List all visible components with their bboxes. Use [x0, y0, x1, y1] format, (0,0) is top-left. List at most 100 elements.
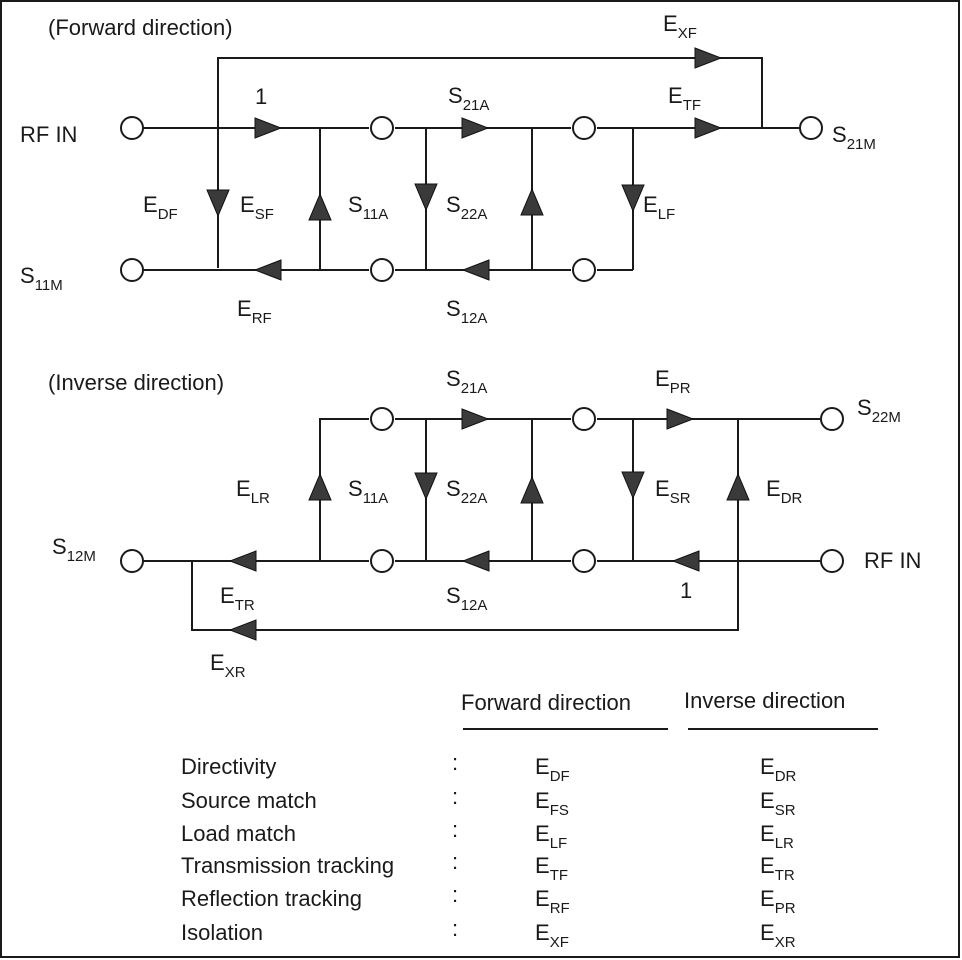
table-row-inverse-term: EXR [760, 920, 796, 951]
e-sr-arrow [621, 471, 645, 500]
forward-s22a-label-base: S [446, 192, 461, 217]
error-terms-table: Forward direction Inverse directionDirect… [181, 688, 878, 951]
forward-s21a-label: S21A [448, 83, 489, 114]
e-tr-label: ETR [220, 583, 255, 614]
port-node [799, 116, 823, 140]
e-pr-arrow [666, 408, 695, 430]
table-row-colon: : [452, 916, 458, 941]
forward-unity-label: 1 [255, 84, 267, 109]
e-lf-label-base: E [643, 192, 658, 217]
e-lr-label-base: E [236, 476, 251, 501]
e-lr-arrow [308, 472, 332, 501]
e-sf-label-subscript: SF [255, 206, 274, 223]
s11m-label: S11M [20, 263, 63, 294]
forward-s22a-label-subscript: 22A [461, 206, 488, 223]
e-xr-label-base: E [210, 650, 225, 675]
inverse-s11a-label: S11A [348, 476, 388, 507]
s22m-label-subscript: 22M [872, 409, 901, 426]
table-row-forward-term: ERF [535, 886, 570, 917]
e-lf-label: ELF [643, 192, 675, 223]
port-node [572, 549, 596, 573]
e-pr-label: EPR [655, 366, 691, 397]
table-row-forward-term-subscript: TF [550, 867, 568, 884]
port-node [370, 407, 394, 431]
inv-s12a-path-arrow [520, 475, 544, 504]
s11m-label-subscript: 11M [35, 277, 63, 294]
table-row-forward-term-base: E [535, 821, 550, 846]
inverse-s12a-label-base: S [446, 583, 461, 608]
inverse-s12a-label: S12A [446, 583, 487, 614]
port-node [572, 116, 596, 140]
e-tr-arrow [228, 550, 257, 572]
e-dr-arrow [726, 472, 750, 501]
table-row-label: Directivity [181, 754, 276, 779]
e-rf-label: ERF [237, 296, 272, 327]
one-arrow [254, 117, 283, 139]
e-sf-label-base: E [240, 192, 255, 217]
table-row-forward-term-subscript: DF [550, 768, 570, 785]
forward-s12a-label-base: S [446, 296, 461, 321]
e-rf-label-subscript: RF [252, 310, 272, 327]
inverse-s21a-label: S21A [446, 366, 487, 397]
table-row-forward-term-base: E [535, 754, 550, 779]
e-lf-arrow [621, 184, 645, 213]
table-row-forward-term-subscript: XF [550, 934, 569, 951]
port-node [370, 549, 394, 573]
e-sf-label: ESF [240, 192, 274, 223]
e-lr-label-subscript: LR [251, 490, 270, 507]
table-row-label: Isolation [181, 920, 263, 945]
forward-s11a-label-subscript: 11A [363, 206, 389, 223]
forward-s11a-label: S11A [348, 192, 388, 223]
e-tf-label-subscript: TF [683, 97, 701, 114]
e-dr-label-subscript: DR [781, 490, 803, 507]
s11m-label-base: S [20, 263, 35, 288]
nodes [120, 116, 844, 573]
port-node [120, 258, 144, 282]
table-row-inverse-term: EDR [760, 754, 797, 785]
port-node [370, 258, 394, 282]
e-dr-label: EDR [766, 476, 803, 507]
table-row-colon: : [452, 882, 458, 907]
table-header-inverse: Inverse direction [684, 688, 845, 713]
s22m-label: S22M [857, 395, 901, 426]
e-rf-arrow [253, 259, 282, 281]
e-pr-label-base: E [655, 366, 670, 391]
e-xr-label: EXR [210, 650, 246, 681]
inv-s21a-arrow [461, 408, 490, 430]
s21m-label-subscript: 21M [847, 136, 876, 153]
table-row-inverse-term-base: E [760, 886, 775, 911]
table-row-inverse-term-subscript: TR [775, 867, 795, 884]
table-row-forward-term: ELF [535, 821, 567, 852]
forward-heading: (Forward direction) [48, 15, 233, 40]
table-header-forward: Forward direction [461, 690, 631, 715]
table-row-inverse-term-subscript: XR [775, 934, 796, 951]
table-row-forward-term-subscript: RF [550, 900, 570, 917]
table-row-forward-term-subscript: LF [550, 835, 568, 852]
table-row-inverse-term: ETR [760, 853, 795, 884]
forward-s12a-label: S12A [446, 296, 487, 327]
table-row-inverse-term: ESR [760, 788, 796, 819]
wire [217, 57, 763, 268]
e-lr-label: ELR [236, 476, 270, 507]
table-row-inverse-term-base: E [760, 920, 775, 945]
inverse-unity-label: 1 [680, 578, 692, 603]
inverse-heading: (Inverse direction) [48, 370, 224, 395]
inv-s22a-arrow [414, 472, 438, 501]
e-rf-path-arrow [308, 192, 332, 221]
inverse-s11a-label-subscript: 11A [363, 490, 389, 507]
table-row-inverse-term: EPR [760, 886, 796, 917]
forward-s21a-label-base: S [448, 83, 463, 108]
labels: (Forward direction)RF INS11MS21M1EXFETFS… [20, 11, 921, 681]
e-df-label-subscript: DF [158, 206, 178, 223]
e-xf-label: EXF [663, 11, 697, 42]
table-row-label: Load match [181, 821, 296, 846]
e-lf-label-subscript: LF [658, 206, 676, 223]
e-xr-arrow [228, 619, 257, 641]
table-row-forward-term: EXF [535, 920, 569, 951]
inverse-s22a-label: S22A [446, 476, 487, 507]
table-row-label: Reflection tracking [181, 886, 362, 911]
s12a-path-arrow [520, 187, 544, 216]
e-tr-label-base: E [220, 583, 235, 608]
table-row-forward-term-base: E [535, 920, 550, 945]
